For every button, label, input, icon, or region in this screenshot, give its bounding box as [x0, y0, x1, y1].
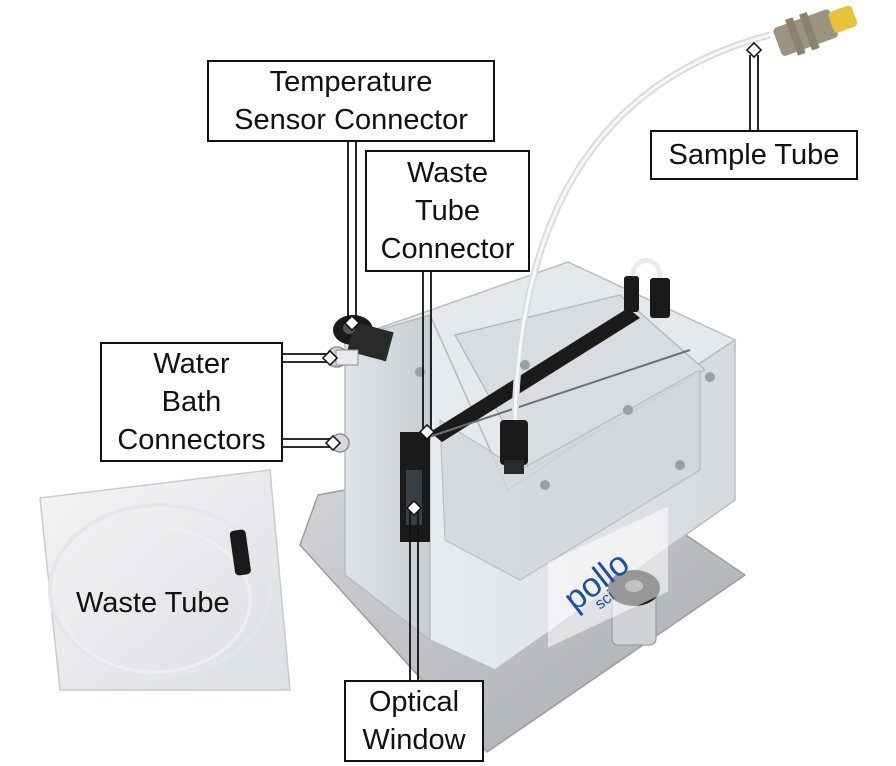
apollo-logo: pollo sci: [548, 506, 668, 648]
waste-tube-connector-label: Waste Tube Connector: [365, 150, 530, 272]
optical-window-label: Optical Window: [344, 680, 484, 762]
water-bath-connectors-label: Water Bath Connectors: [100, 342, 283, 462]
coiled-waste-tube: [48, 503, 272, 677]
waste-tube-label: Waste Tube: [76, 587, 230, 619]
top-fitting-2: [650, 278, 670, 318]
temperature-sensor-connector-label: Temperature Sensor Connector: [207, 60, 495, 142]
optical-window-glass: [406, 470, 422, 525]
clamp-bar: [430, 308, 640, 442]
threaded-rod: [419, 349, 691, 441]
sample-tube-label: Sample Tube: [650, 130, 858, 180]
screw: [540, 480, 550, 490]
waste-tube-bag: [39, 469, 291, 691]
leader-endpoints: [321, 41, 763, 517]
waste-tube-fitting: [229, 529, 251, 576]
screw: [623, 405, 633, 415]
screw: [705, 372, 715, 382]
screw: [675, 460, 685, 470]
loop-tube: [629, 258, 663, 279]
leader-lines: [283, 55, 759, 680]
sample-tube-end-fitting: [773, 5, 858, 56]
top-fitting-1: [624, 276, 639, 312]
screw: [520, 360, 530, 370]
sample-tube-fitting: [500, 420, 528, 465]
